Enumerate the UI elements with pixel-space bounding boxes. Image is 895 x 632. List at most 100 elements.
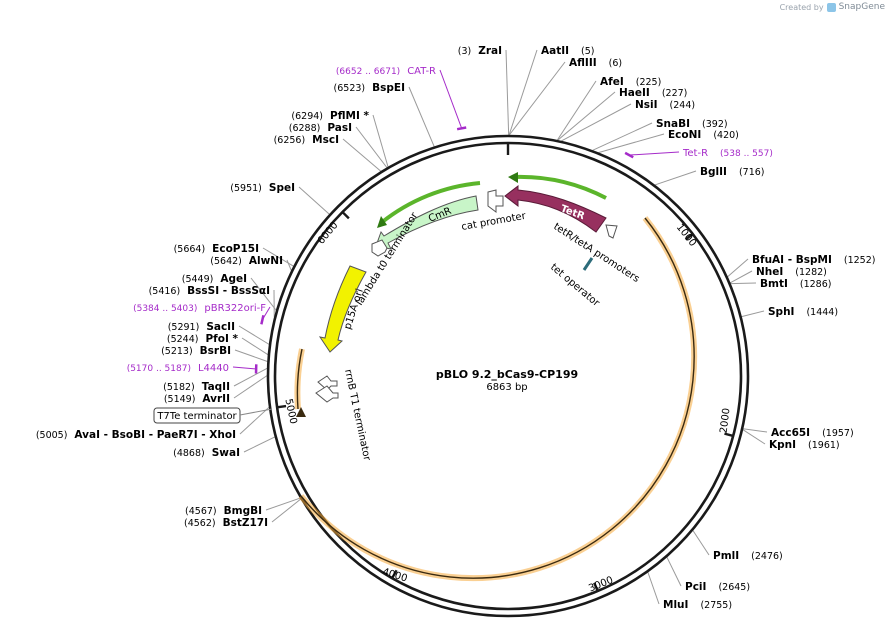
site-name: KpnI: [769, 439, 796, 451]
site-leader: [508, 49, 538, 136]
site-leader: [741, 310, 765, 318]
site-name: EcoP15I: [212, 243, 259, 255]
primer-leader: [261, 306, 271, 321]
site-label: (5149) AvrII: [164, 393, 230, 405]
site-name: AvrII: [202, 393, 230, 405]
primer-name: L4440: [198, 363, 229, 374]
site-label: SnaBI(392): [656, 118, 728, 130]
site-label: AatII(5): [541, 45, 595, 57]
site-pos: (5291): [168, 322, 200, 333]
site-name: BglII: [700, 166, 727, 178]
site-leader: [556, 80, 597, 141]
site-pos: (5664): [174, 244, 206, 255]
primer-range: (5170 .. 5187): [127, 364, 191, 374]
credit-brand: SnapGene: [838, 2, 885, 12]
t7te-label: T7Te terminator: [156, 411, 237, 422]
insert-arc: [300, 217, 695, 579]
primer-leader: [232, 366, 257, 370]
primer-mark: [624, 151, 634, 159]
site-pos: (5149): [164, 394, 196, 405]
primer-leader: [439, 69, 463, 129]
site-pos: (1286): [800, 279, 832, 290]
tetr-label: TetR: [559, 203, 586, 222]
site-pos: (6288): [289, 123, 321, 134]
site-leader: [342, 138, 382, 172]
site-leader: [742, 429, 766, 445]
site-leader: [692, 530, 710, 556]
ruler-tick: [724, 432, 735, 438]
site-leader: [408, 86, 435, 147]
primer-name: pBR322ori-F: [204, 303, 266, 314]
site-leader: [243, 436, 276, 453]
site-leader: [234, 349, 268, 362]
site-pos: (1252): [844, 255, 876, 266]
primer-leader: [629, 151, 680, 156]
tetr-green-arrowhead: [508, 172, 518, 183]
rrnb-arrow-2: [315, 385, 339, 403]
site-pos: (6): [609, 58, 622, 69]
site-label: (5664) EcoP15I: [174, 243, 259, 255]
site-pos: (4567): [185, 506, 217, 517]
site-leader: [647, 572, 660, 605]
credit-badge: Created by SnapGene: [780, 2, 885, 12]
site-label: (6523)BspEI: [334, 82, 405, 94]
site-pos: (1282): [795, 267, 827, 278]
site-leader: [598, 133, 665, 154]
cat-promoter-arrow: [487, 189, 504, 213]
site-leader: [557, 91, 616, 141]
primer-label: (6652 .. 6671)CAT-R: [336, 66, 436, 77]
site-label: (5951)SpeI: [230, 182, 295, 194]
site-pos: (227): [662, 88, 688, 99]
site-pos: (3): [458, 46, 471, 57]
site-pos: (5416): [149, 286, 181, 297]
site-label: MluI(2755): [663, 599, 732, 611]
site-leader: [262, 247, 294, 267]
site-label: (5449) AgeI: [182, 273, 247, 285]
site-pos: (5): [581, 46, 594, 57]
insert-arrowhead: [296, 407, 306, 417]
primer-label: (5170 .. 5187) L4440: [127, 363, 229, 374]
site-label: SphI(1444): [768, 306, 838, 318]
cmr-label: CmR: [427, 206, 453, 225]
ruler-tick: [593, 582, 600, 593]
site-leader: [727, 258, 749, 278]
site-name: AfeI: [600, 76, 624, 88]
site-pos: (1957): [822, 428, 854, 439]
site-leader: [233, 375, 268, 399]
ruler-label: 5000: [282, 398, 298, 425]
backbone-outer-ring: [266, 134, 750, 618]
site-name: BssSI - BssSαI: [187, 285, 270, 297]
tetr-feature: [504, 184, 607, 233]
site-pos: (5642): [210, 256, 242, 267]
rrnb-t1-label: rrnB T1 terminator: [342, 368, 372, 462]
site-name: HaeII: [619, 87, 650, 99]
plasmid-name: pBLO 9.2_bCas9-CP199: [436, 368, 578, 381]
site-name: TaqII: [202, 381, 230, 393]
site-pos: (5449): [182, 274, 214, 285]
primer-label: Tet-R(538 .. 557): [682, 148, 773, 159]
site-label: (5182)TaqII: [163, 381, 230, 393]
site-name: SphI: [768, 306, 794, 318]
ruler-label: 2000: [719, 407, 733, 434]
ruler-tick: [275, 404, 287, 409]
site-pos: (5951): [230, 183, 262, 194]
site-pos: (5244): [167, 334, 199, 345]
site-label: (5213)BsrBI: [161, 345, 231, 357]
site-pos: (5213): [161, 346, 193, 357]
t7te-box: [153, 407, 241, 424]
lambda-t0-arrow: [371, 239, 388, 257]
site-leader: [666, 556, 682, 587]
site-pos: (6294): [291, 111, 323, 122]
site-label: PmlI(2476): [713, 550, 783, 562]
site-label: PciI(2645): [685, 581, 750, 593]
site-name: AgeI: [220, 273, 247, 285]
site-leader: [239, 406, 270, 435]
site-name: SwaI: [212, 447, 240, 459]
t7te-leader: [239, 408, 273, 416]
cmr-green-arrowhead: [377, 216, 387, 228]
site-pos: (244): [670, 100, 696, 111]
site-label: EcoNI(420): [668, 129, 739, 141]
site-label: Acc65I(1957): [771, 427, 854, 439]
